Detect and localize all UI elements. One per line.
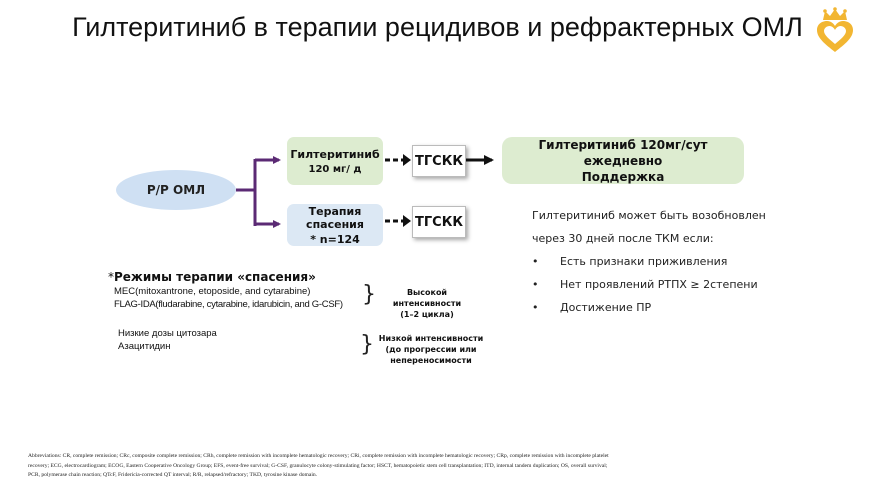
salvage-therapy-label: Терапия спасения (306, 204, 364, 231)
crown-heart-logo (817, 7, 853, 52)
low-intensity-label: Низкой интенсивности (до прогрессии или … (376, 333, 486, 366)
regimen-mec: MEC(mitoxantrone, etoposide, and cytarab… (114, 286, 311, 297)
gilteritinib-label: Гилтеритиниб (290, 147, 380, 161)
resume-line2: через 30 дней после ТКМ если: (532, 232, 714, 245)
high-intensity-label: Высокой интенсивности (1–2 цикла) (372, 287, 482, 320)
branch-arrows (236, 156, 281, 228)
regimen-flag-ida: FLAG-IDA(fludarabine, cytarabine, idarub… (114, 299, 343, 310)
page-title: Гилтеритиниб в терапии рецидивов и рефра… (72, 12, 803, 42)
salvage-therapy-count: * n=124 (310, 232, 360, 246)
maintenance-line2: Поддержка (581, 169, 665, 184)
low-intensity-line2: (до прогрессии или (385, 345, 477, 354)
regimen-azacitidine: Азацитидин (118, 341, 171, 352)
dashed-arrows (385, 158, 404, 223)
asterisk: * (108, 270, 114, 284)
bullet-icon: • (532, 301, 539, 314)
rr-aml-label: Р/Р ОМЛ (146, 183, 206, 197)
high-intensity-line1: Высокой интенсивности (392, 288, 462, 308)
resume-bullet: • Есть признаки приживления (532, 254, 832, 277)
crown-icon (823, 7, 847, 20)
salvage-regimens-heading: *Режимы терапии «спасения» (108, 270, 316, 284)
regimen-ldac: Низкие дозы цитозара (118, 328, 217, 339)
low-intensity-line1: Низкой интенсивности (378, 334, 484, 343)
rr-aml-oval: Р/Р ОМЛ (116, 170, 236, 210)
resume-conditions: Гилтеритиниб может быть возобновлен чере… (532, 208, 832, 323)
gilteritinib-box: Гилтеритиниб 120 мг/ д (287, 137, 383, 185)
resume-line1: Гилтеритиниб может быть возобновлен (532, 209, 766, 222)
maintenance-box: Гилтеритиниб 120мг/сут ежедневно Поддерж… (502, 137, 744, 184)
salvage-regimens-title: Режимы терапии «спасения» (114, 270, 316, 284)
salvage-therapy-box: Терапия спасения * n=124 (287, 204, 383, 246)
gilteritinib-dose: 120 мг/ д (308, 163, 362, 175)
brace-low: } (360, 332, 374, 357)
brace-high: } (362, 282, 376, 307)
abbreviations-footnote: Abbreviations: CR, complete remission; C… (28, 453, 609, 478)
low-intensity-line3: непереносимости (390, 356, 472, 365)
high-intensity-line2: (1–2 цикла) (400, 310, 454, 319)
resume-bullet-text: Есть признаки приживления (560, 255, 728, 268)
resume-bullet-text: Нет проявлений РТПХ ≥ 2степени (560, 278, 758, 291)
ttskk-box-bottom: ТГСКК (412, 206, 466, 238)
bullet-icon: • (532, 255, 539, 268)
ttskk-box-top: ТГСКК (412, 145, 466, 177)
ttskk-label-bottom: ТГСКК (415, 214, 463, 230)
bullet-icon: • (532, 278, 539, 291)
resume-bullet: • Достижение ПР (532, 300, 832, 323)
resume-bullet-text: Достижение ПР (560, 301, 652, 314)
resume-bullet: • Нет проявлений РТПХ ≥ 2степени (532, 277, 832, 300)
maintenance-line1: Гилтеритиниб 120мг/сут ежедневно (538, 137, 708, 168)
ttskk-label-top: ТГСКК (415, 153, 463, 169)
